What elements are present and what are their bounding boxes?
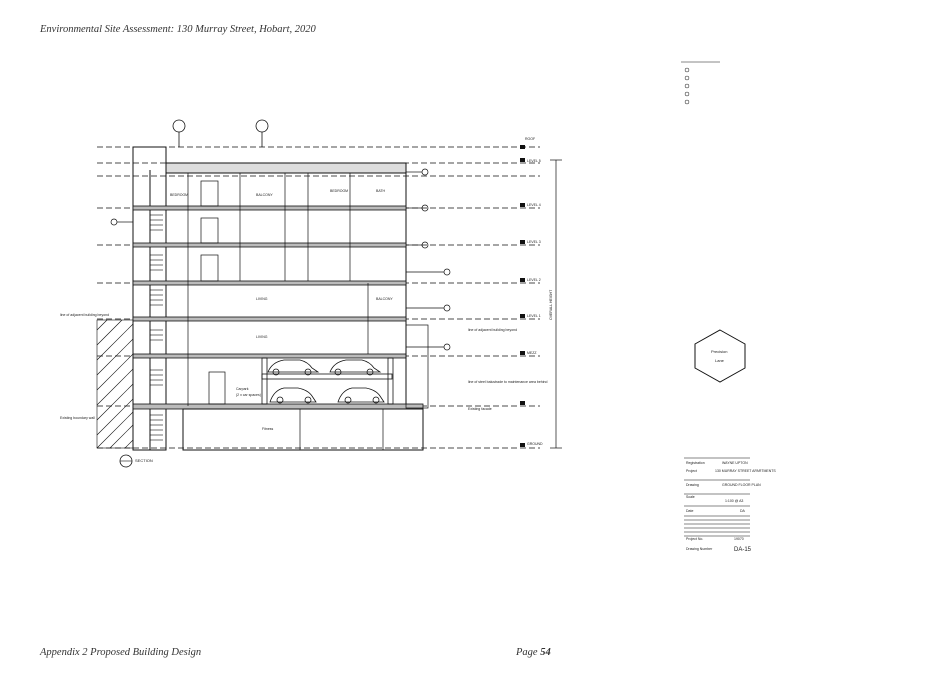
building-body <box>165 162 407 409</box>
right-note-2: line of steel balustrade to maintenance … <box>468 380 547 384</box>
title-key: Project <box>686 469 697 473</box>
level-markers <box>520 145 525 447</box>
room-label: BEDROOM <box>170 193 188 197</box>
room-label: BALCONY <box>376 297 393 301</box>
title-value: 1:100 @ A3 <box>725 499 743 503</box>
overall-height-dimension: OVERALL HEIGHT <box>549 289 553 320</box>
level-label: LEVEL 4 <box>527 203 541 207</box>
level-label: ROOF <box>525 137 535 141</box>
ground-floor <box>182 408 424 451</box>
roof-slab <box>165 162 407 174</box>
page-label: Page <box>516 647 541 658</box>
room-label: LIVING <box>256 335 268 339</box>
title-block-frame <box>684 457 750 537</box>
project-no-value: 19070 <box>734 537 744 541</box>
logo-line-2: Lane <box>715 358 725 363</box>
ground-room-label: Fitness <box>262 427 274 431</box>
title-value: GROUND FLOOR PLAN <box>722 483 761 487</box>
level-label: MEZZ <box>527 351 537 355</box>
page-header-title: Environmental Site Assessment: 130 Murra… <box>40 24 316 35</box>
drawing-no-value: DA-15 <box>734 547 752 553</box>
title-key: Date <box>686 509 693 513</box>
stair-treads <box>150 214 163 441</box>
section-label: SECTION <box>135 458 153 463</box>
car-stacker <box>261 357 394 405</box>
title-key: Scale <box>686 495 695 499</box>
title-value: WAYNE UPTON <box>722 461 748 465</box>
carpark-label: Carpark <box>236 387 249 391</box>
interior-walls <box>187 173 369 406</box>
floor-slabs <box>132 205 424 410</box>
level-label: LEVEL 3 <box>527 240 541 244</box>
level-label: LEVEL 2 <box>527 278 541 282</box>
grid-markers <box>172 119 269 147</box>
drawing-no-label: Drawing Number <box>686 547 713 551</box>
callout-tags <box>110 168 451 351</box>
left-note-2: Existing boundary wall <box>60 416 95 420</box>
right-note: line of adjacent building beyond <box>468 328 517 332</box>
carpark-sublabel: (2 x car spaces) <box>236 393 261 397</box>
company-logo <box>694 329 746 383</box>
level-datum-lines <box>97 146 540 449</box>
left-note: line of adjacent building beyond <box>60 313 109 317</box>
level-label: LEVEL 1 <box>527 314 541 318</box>
legend-block <box>681 61 720 105</box>
logo-line-1: Precision <box>711 349 727 354</box>
level-label: GROUND <box>527 442 543 446</box>
project-no-label: Project No. <box>686 537 703 541</box>
level-label: LEVEL 5 <box>527 159 541 163</box>
title-value: 130 MURRAY STREET APARTMENTS <box>715 469 776 473</box>
right-note-3: Existing facade <box>468 407 492 411</box>
title-key: Registration <box>686 461 705 465</box>
room-label: BEDROOM <box>330 189 348 193</box>
room-label: BALCONY <box>256 193 273 197</box>
page-number: 54 <box>540 647 551 658</box>
room-label: LIVING <box>256 297 268 301</box>
footer-page-number: Page 54 <box>516 647 551 658</box>
adjacent-building-hatch <box>96 319 134 449</box>
title-key: Drawing <box>686 483 699 487</box>
footer-appendix-title: Appendix 2 Proposed Building Design <box>40 647 202 658</box>
title-value: DA <box>740 509 746 513</box>
room-label: BATH <box>376 189 386 193</box>
